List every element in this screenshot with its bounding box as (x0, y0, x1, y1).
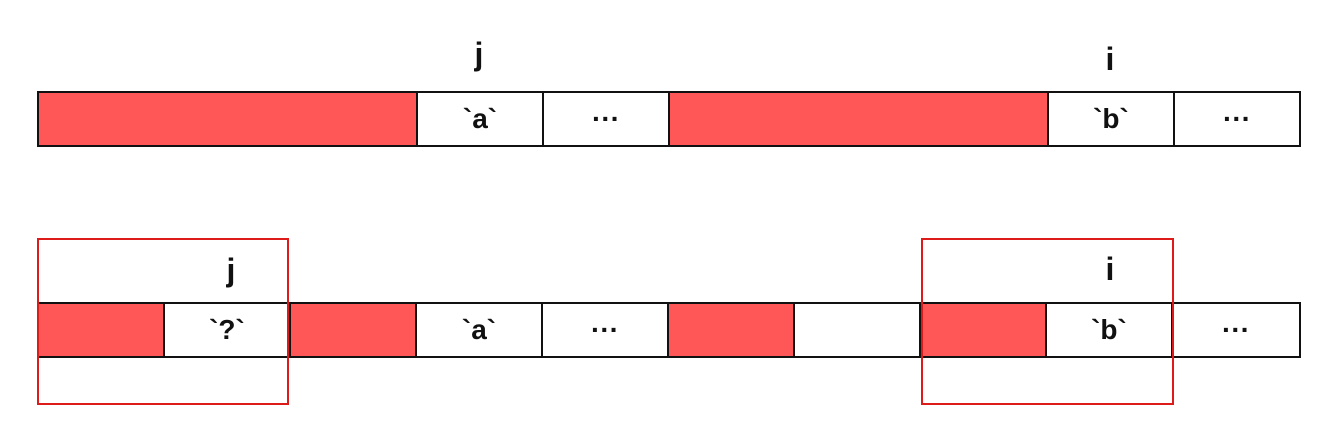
top-cell-0 (39, 93, 418, 145)
highlight-window-i (921, 238, 1174, 405)
top-cell-1: `a` (418, 93, 544, 145)
top-cell-3 (670, 93, 1049, 145)
bottom-cell-4: ··· (543, 304, 669, 356)
bottom-array: `?` `a` ··· `b` ··· (37, 302, 1301, 358)
top-array: `a` ··· `b` ··· (37, 91, 1301, 147)
bottom-pointer-j: j (226, 252, 236, 288)
bottom-cell-6 (795, 304, 921, 356)
bottom-cell-5 (669, 304, 795, 356)
bottom-cell-1: `?` (165, 304, 291, 356)
bottom-cell-3: `a` (417, 304, 543, 356)
bottom-cell-2 (291, 304, 417, 356)
highlight-window-j (37, 238, 289, 405)
top-cell-5: ··· (1175, 93, 1299, 145)
top-cell-4: `b` (1049, 93, 1175, 145)
top-pointer-j: j (474, 36, 484, 72)
top-cell-2: ··· (544, 93, 670, 145)
bottom-cell-9: ··· (1173, 304, 1299, 356)
bottom-cell-0 (39, 304, 165, 356)
bottom-pointer-i: i (1105, 251, 1115, 287)
bottom-cell-7 (921, 304, 1047, 356)
top-pointer-i: i (1105, 41, 1115, 77)
